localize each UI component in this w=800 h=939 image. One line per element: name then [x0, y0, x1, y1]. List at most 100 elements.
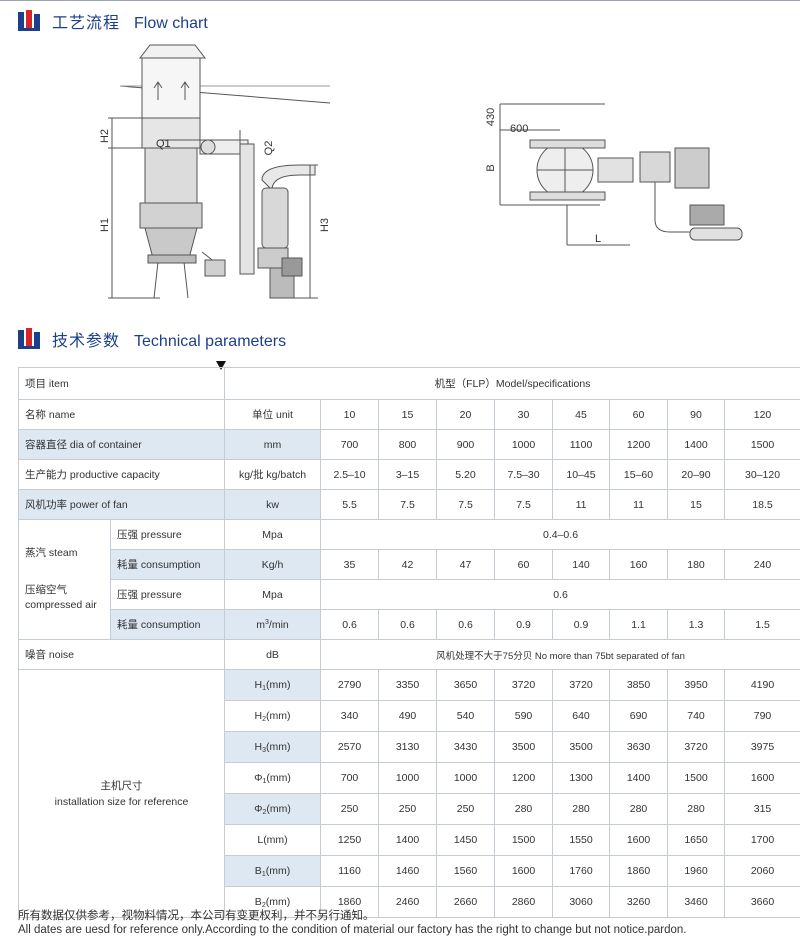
flow-title-en: Flow chart — [134, 15, 208, 32]
model-cell: 20 — [436, 399, 496, 430]
value-cell: 250 — [436, 793, 496, 825]
flow-chart-header: 工艺流程 Flow chart — [18, 9, 208, 33]
model-cell: 45 — [552, 399, 611, 430]
value-cell: 3460 — [667, 886, 726, 918]
value-cell: 490 — [378, 700, 438, 732]
label-430: 430 — [485, 108, 497, 126]
value-cell: 7.5–30 — [494, 459, 554, 490]
value-cell: 18.5 — [724, 489, 800, 520]
steam-label: 蒸汽 steam — [25, 547, 78, 559]
value-cell: 3950 — [667, 669, 726, 701]
value-cell: 1560 — [436, 855, 496, 887]
value-cell: 240 — [724, 549, 800, 580]
value-cell: 250 — [320, 793, 380, 825]
row-unit: kg/批 kg/batch — [224, 459, 322, 490]
row-label: 生产能力 productive capacity — [17, 459, 226, 490]
value-cell: 1550 — [552, 824, 611, 856]
value-cell: 180 — [667, 549, 726, 580]
row-unit: mm — [224, 429, 322, 460]
value-cell: 0.4–0.6 — [320, 519, 800, 550]
value-cell: 11 — [609, 489, 669, 520]
label-h3: H3 — [319, 218, 331, 232]
value-cell: 1000 — [378, 762, 438, 794]
value-cell: 42 — [378, 549, 438, 580]
table-row: 压强 pressure Mpa 0.6 — [19, 579, 800, 610]
value-cell: 640 — [552, 700, 611, 732]
value-cell: 2790 — [320, 669, 380, 701]
value-cell: 0.6 — [320, 579, 800, 610]
value-cell: 60 — [494, 549, 554, 580]
row-unit: dB — [224, 639, 322, 670]
value-cell: 800 — [378, 429, 438, 460]
value-cell: 1000 — [436, 762, 496, 794]
model-cell: 120 — [724, 399, 800, 430]
value-cell: 2060 — [724, 855, 800, 887]
value-cell: 160 — [609, 549, 669, 580]
label-h1: H1 — [99, 218, 111, 232]
size-param-label: H1(mm) — [224, 669, 322, 701]
value-cell: 590 — [494, 700, 554, 732]
air-label-zh: 压缩空气 — [25, 584, 67, 596]
air-label-en: compressed air — [25, 599, 97, 611]
size-group-label: 主机尺寸 installation size for reference — [17, 669, 226, 918]
row-label: 噪音 noise — [17, 639, 226, 670]
row-label: 容器直径 dia of container — [17, 429, 226, 460]
value-cell: 7.5 — [494, 489, 554, 520]
value-cell: 3650 — [436, 669, 496, 701]
value-cell: 1760 — [552, 855, 611, 887]
value-cell: 690 — [609, 700, 669, 732]
value-cell: 7.5 — [436, 489, 496, 520]
value-cell: 280 — [494, 793, 554, 825]
model-row: 名称 name 单位 unit 10 15 20 30 45 60 90 120 — [17, 399, 800, 430]
row-label: 压强 pressure — [109, 519, 226, 550]
value-cell: 20–90 — [667, 459, 726, 490]
size-param-label: Φ2(mm) — [224, 793, 322, 825]
value-cell: 3720 — [494, 669, 554, 701]
value-cell: 0.9 — [494, 609, 554, 640]
row-unit: kw — [224, 489, 322, 520]
table-row: 耗量 consumption Kg/h 35 42 47 60 140 160 … — [19, 549, 800, 580]
value-cell: 0.6 — [320, 609, 380, 640]
value-cell: 1650 — [667, 824, 726, 856]
value-cell: 3350 — [378, 669, 438, 701]
value-cell: 0.9 — [552, 609, 611, 640]
flow-title-zh: 工艺流程 — [52, 15, 121, 32]
value-cell: 700 — [320, 429, 380, 460]
top-rule — [0, 0, 800, 1]
tech-title-en: Technical parameters — [134, 333, 287, 350]
value-cell: 900 — [436, 429, 496, 460]
size-param-label: H3(mm) — [224, 731, 322, 763]
table-row: 风机功率 power of fan kw 5.5 7.5 7.5 7.5 11 … — [17, 489, 800, 520]
brand-logo-icon — [18, 10, 42, 32]
value-cell: 1860 — [609, 855, 669, 887]
value-cell: 30–120 — [724, 459, 800, 490]
model-header: 机型（FLP）Model/specifications — [224, 367, 800, 400]
value-cell: 1500 — [494, 824, 554, 856]
value-cell: 280 — [552, 793, 611, 825]
name-label: 名称 name — [17, 399, 226, 430]
value-cell: 0.6 — [378, 609, 438, 640]
size-param-label: B2(mm) — [224, 886, 322, 918]
size-param-label: Φ1(mm) — [224, 762, 322, 794]
model-cell: 30 — [494, 399, 554, 430]
model-cell: 90 — [667, 399, 726, 430]
value-cell: 5.5 — [320, 489, 380, 520]
value-cell: 1700 — [724, 824, 800, 856]
model-cell: 15 — [378, 399, 438, 430]
label-l: L — [595, 233, 601, 245]
table-row: 噪音 noise dB 风机处理不大于75分贝 No more than 75b… — [17, 639, 800, 670]
value-cell: 3720 — [667, 731, 726, 763]
value-cell: 7.5 — [378, 489, 438, 520]
value-cell: 700 — [320, 762, 380, 794]
value-cell: 1.1 — [609, 609, 669, 640]
table-row: 蒸汽 steam 压缩空气 compressed air 压强 pressure… — [18, 519, 800, 640]
value-cell: 1000 — [494, 429, 554, 460]
value-cell: 790 — [724, 700, 800, 732]
value-cell: 3500 — [552, 731, 611, 763]
row-label: 压强 pressure — [109, 579, 226, 610]
label-q2: Q2 — [263, 141, 275, 156]
row-label: 耗量 consumption — [109, 609, 226, 640]
